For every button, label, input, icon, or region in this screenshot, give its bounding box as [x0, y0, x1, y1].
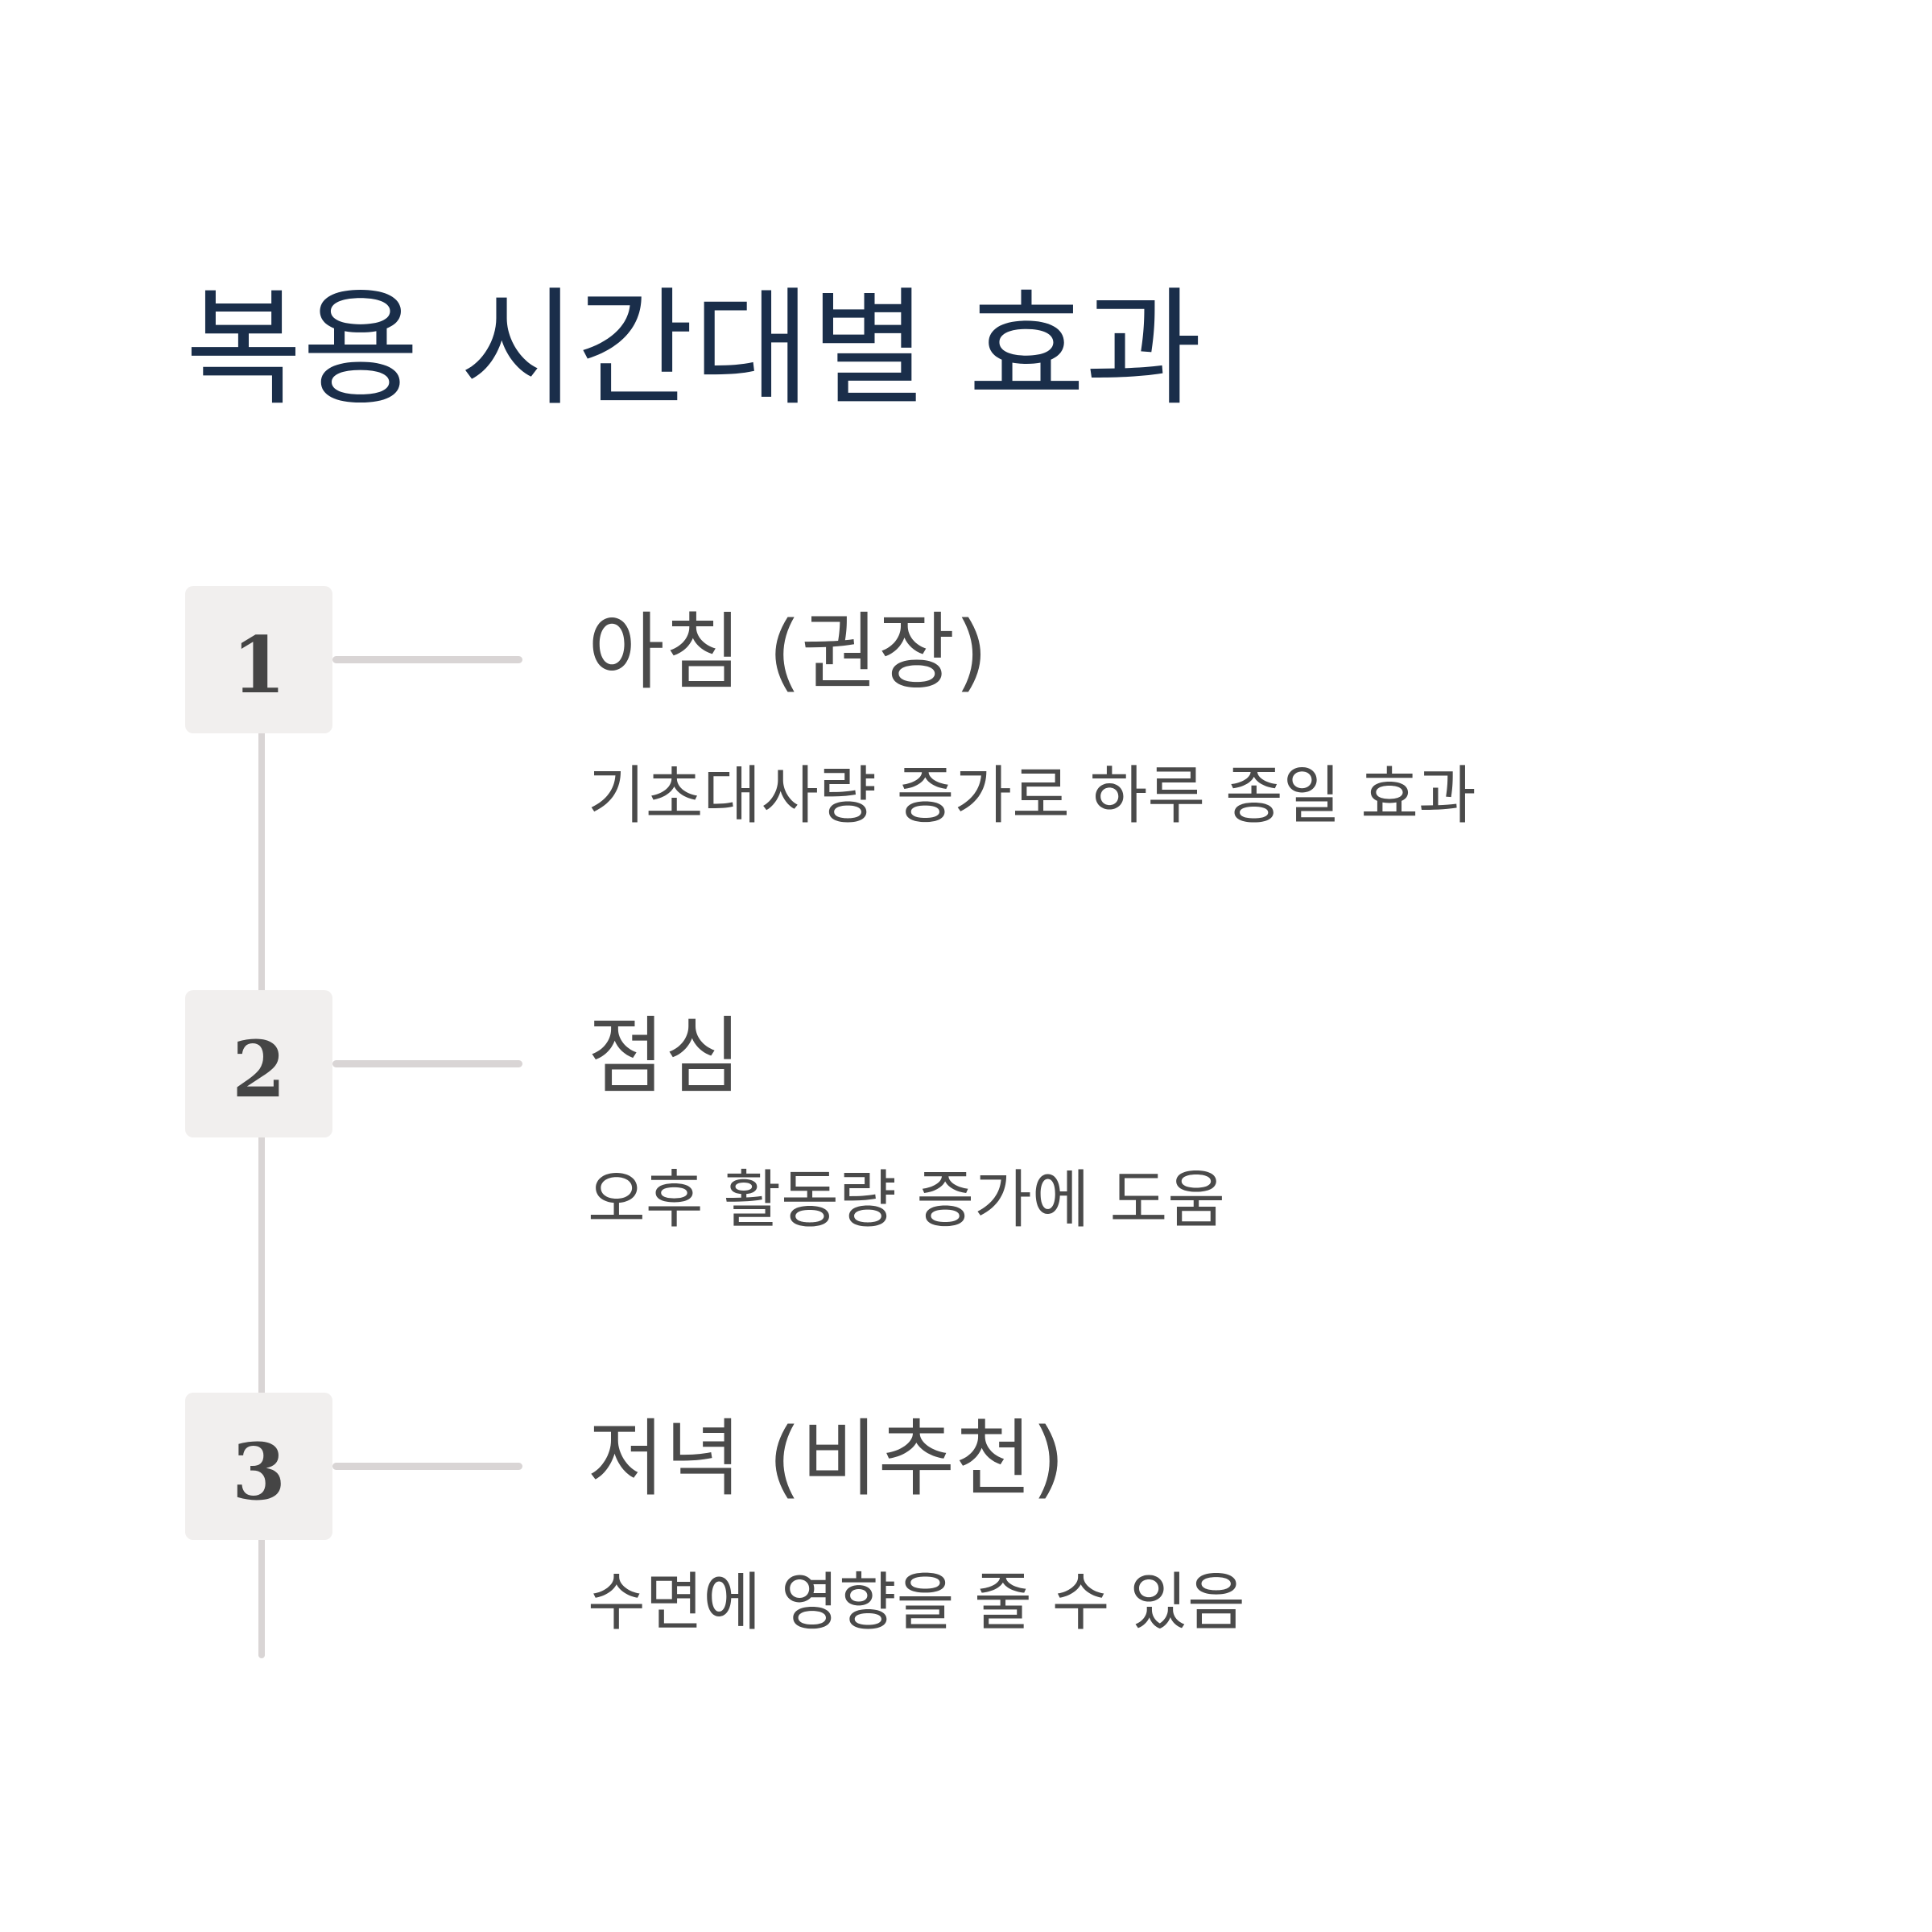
- timeline-step-evening: 3 저녁 (비추천) 수면에 영향을 줄 수 있음: [0, 1393, 1932, 1634]
- page-title: 복용 시간대별 효과: [185, 275, 1203, 423]
- step-connector: [332, 1463, 522, 1470]
- step-description: 오후 활동량 증가에 도움: [588, 1164, 1225, 1236]
- step-description: 기초대사량 증가로 하루 종일 효과: [588, 760, 1476, 832]
- step-title: 저녁 (비추천): [588, 1410, 1065, 1508]
- step-connector: [332, 1060, 522, 1067]
- step-connector: [332, 656, 522, 663]
- timeline-step-lunch: 2 점심 오후 활동량 증가에 도움: [0, 990, 1932, 1232]
- step-number-box: 3: [185, 1393, 332, 1540]
- timeline-line: [258, 708, 265, 1658]
- step-title: 점심: [588, 1007, 742, 1105]
- step-number-box: 1: [185, 586, 332, 733]
- timeline-step-morning: 1 아침 (권장) 기초대사량 증가로 하루 종일 효과: [0, 586, 1932, 828]
- step-number-box: 2: [185, 990, 332, 1137]
- step-number: 1: [232, 619, 286, 711]
- step-number: 3: [232, 1426, 286, 1517]
- step-number: 2: [232, 1023, 286, 1115]
- step-title: 아침 (권장): [588, 603, 988, 701]
- step-description: 수면에 영향을 줄 수 있음: [588, 1567, 1245, 1639]
